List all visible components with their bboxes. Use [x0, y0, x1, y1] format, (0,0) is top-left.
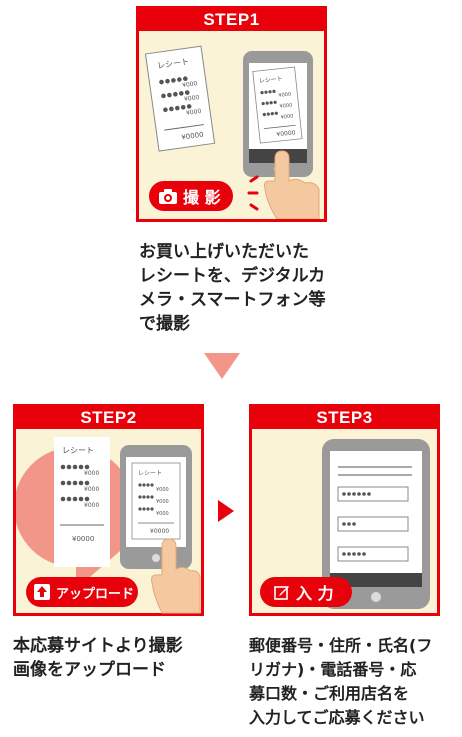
step1-header: STEP1 — [139, 9, 324, 31]
hand-icon — [264, 150, 320, 219]
input-button[interactable]: 入 力 — [260, 577, 352, 607]
step3-panel: STEP3 入 力 — [249, 404, 440, 616]
phone-icon: レシート ¥000 ¥000 ¥000 ¥0000 — [243, 51, 313, 177]
phone-receipt-price: ¥000 — [278, 92, 291, 99]
step2-header: STEP2 — [16, 407, 201, 429]
step2-panel: STEP2 レシート ¥000 ¥000 ¥000 ¥0000 レシート — [13, 404, 204, 616]
step1-panel: STEP1 レシート ¥000 ¥000 ¥000 ¥0000 レ — [136, 6, 327, 222]
step2-description: 本応募サイトより撮影 画像をアップロード — [13, 634, 228, 682]
phone-receipt-price: ¥000 — [279, 103, 292, 110]
receipt-price: ¥000 — [84, 470, 99, 477]
flash-lines — [247, 175, 259, 211]
phone-receipt-title: レシート — [138, 470, 162, 477]
phone-icon — [322, 439, 430, 609]
receipt-price: ¥000 — [84, 502, 99, 509]
form-field-2 — [337, 516, 409, 532]
description-line: 郵便番号・住所・氏名(フ — [249, 636, 433, 655]
description-line: 入力してご応募ください — [249, 708, 425, 727]
input-button-label: 入 力 — [296, 584, 334, 603]
phone-receipt-price: ¥000 — [156, 511, 169, 517]
form-lines — [338, 466, 412, 476]
camera-icon — [159, 188, 177, 204]
receipt-paper: レシート ¥000 ¥000 ¥000 ¥0000 — [144, 45, 216, 152]
step3-description: 郵便番号・住所・氏名(フ リガナ)・電話番号・応 募口数・ご利用店名を 入力して… — [249, 634, 459, 730]
description-line: メラ・スマートフォン等 — [139, 290, 326, 310]
form-field-3 — [337, 546, 409, 562]
form-field-1 — [337, 486, 409, 502]
edit-icon — [274, 584, 290, 600]
receipt-price: ¥000 — [186, 108, 202, 117]
phone-receipt-title: レシート — [258, 75, 283, 84]
upload-button-label: アップロード — [56, 586, 135, 602]
step3-illustration — [322, 439, 430, 609]
description-line: レシートを、デジタルカ — [139, 266, 326, 286]
phone-receipt-total: ¥0000 — [276, 129, 296, 138]
phone-icon: レシート ¥000 ¥000 ¥000 ¥0000 — [120, 445, 192, 569]
hand-icon — [151, 538, 201, 614]
right-arrow-icon — [218, 500, 234, 522]
description-line: 本応募サイトより撮影 — [13, 636, 183, 656]
phone-receipt-price: ¥000 — [156, 499, 169, 505]
upload-icon — [34, 584, 50, 600]
step1-description: お買い上げいただいた レシートを、デジタルカ メラ・スマートフォン等 で撮影 — [139, 240, 339, 336]
step1-illustration: レシート ¥000 ¥000 ¥000 ¥0000 レシート — [144, 45, 320, 219]
receipt-price: ¥000 — [84, 486, 99, 493]
magnify-circle: レシート ¥000 ¥000 ¥000 ¥0000 — [16, 437, 134, 589]
receipt-total: ¥0000 — [72, 535, 94, 543]
upload-button[interactable]: アップロード — [26, 577, 138, 607]
receipt-title: レシート — [62, 446, 94, 455]
description-line: で撮影 — [139, 314, 190, 334]
phone-receipt-price: ¥000 — [156, 487, 169, 493]
receipt-total: ¥0000 — [181, 131, 204, 142]
description-line: お買い上げいただいた — [139, 242, 309, 262]
receipt-title: レシート — [157, 57, 190, 70]
receipt-price: ¥000 — [182, 80, 198, 89]
receipt-price: ¥000 — [184, 94, 200, 103]
step2-illustration: レシート ¥000 ¥000 ¥000 ¥0000 レシート — [16, 437, 201, 614]
down-arrow-icon — [204, 353, 240, 379]
capture-button-label: 撮 影 — [183, 188, 221, 207]
description-line: 画像をアップロード — [13, 660, 166, 680]
description-line: 募口数・ご利用店名を — [249, 684, 410, 703]
phone-receipt-total: ¥0000 — [150, 528, 169, 535]
capture-button[interactable]: 撮 影 — [149, 181, 233, 211]
step3-header: STEP3 — [252, 407, 437, 429]
description-line: リガナ)・電話番号・応 — [249, 660, 417, 679]
phone-receipt-price: ¥000 — [280, 113, 293, 120]
